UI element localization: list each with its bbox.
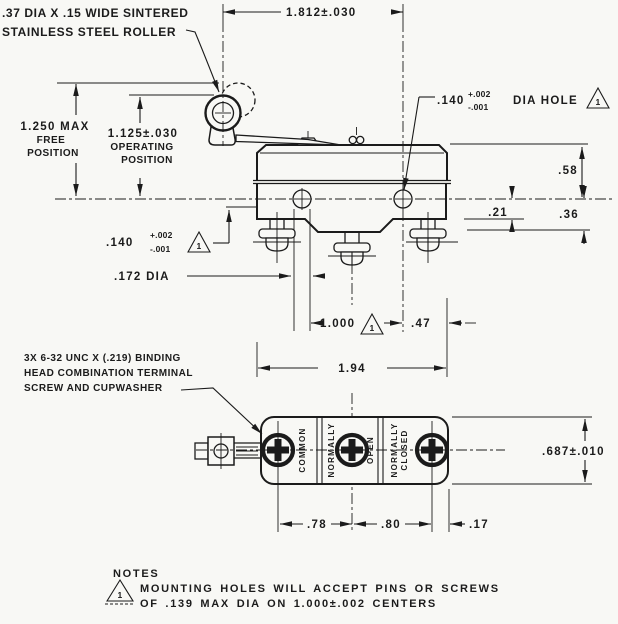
- dim-80: .80: [381, 519, 401, 531]
- flag-triangle-1000: [360, 312, 384, 335]
- flag-triangle-hole-left: [187, 230, 211, 253]
- switch-cap-outline: [256, 144, 448, 181]
- dim-58: .58: [558, 165, 578, 177]
- dim-free-line2: FREE: [37, 135, 66, 146]
- notes-flag-number: 1: [118, 590, 123, 600]
- hole-left-tol-plus: +.002: [150, 230, 173, 240]
- dim-172: .172 DIA: [114, 271, 170, 283]
- dim-1000: 1.000: [320, 318, 355, 330]
- roller-callout-line2: STAINLESS STEEL ROLLER: [2, 25, 176, 39]
- dim-free-value: 1.250 MAX: [20, 121, 89, 133]
- terminal-label-open: OPEN: [366, 436, 375, 464]
- dim-36: .36: [559, 209, 579, 221]
- dim-1812: 1.812±.030: [286, 7, 356, 19]
- flag-number-1000: 1: [370, 323, 375, 333]
- terminal-label-normally: NORMALLY: [327, 423, 336, 478]
- screw-callout-line3: SCREW AND CUPWASHER: [24, 383, 163, 394]
- screw-callout-line2: HEAD COMBINATION TERMINAL: [24, 368, 193, 379]
- flag-triangle-hole-right: [586, 86, 610, 109]
- plunger-nut: [194, 442, 209, 460]
- dim-47: .47: [411, 318, 431, 330]
- dim-free-line3: POSITION: [27, 148, 79, 159]
- flag-number-hole-right: 1: [596, 97, 601, 107]
- plunger-pin-left: [348, 135, 358, 145]
- lever-arm: [235, 134, 342, 146]
- terminal-label-common: COMMON: [298, 427, 307, 472]
- dim-687: .687±.010: [542, 446, 605, 458]
- roller-lever-assembly: [204, 82, 342, 146]
- dim-17: .17: [469, 519, 489, 531]
- notes-title: NOTES: [113, 568, 159, 580]
- center-cupwasher: [333, 242, 371, 253]
- hole-left-value: .140: [106, 237, 134, 249]
- dim-21: .21: [488, 207, 508, 219]
- switch-base-outline: [256, 183, 447, 233]
- notes-line2: OF .139 MAX DIA ON 1.000±.002 CENTERS: [140, 598, 437, 610]
- dim-78: .78: [307, 519, 327, 531]
- dim-operating-value: 1.125±.030: [108, 128, 178, 140]
- hole-left-tol-minus: -.001: [150, 244, 170, 254]
- terminal-screw-normally-closed: [414, 432, 450, 468]
- hole-right-tol-minus: -.001: [468, 102, 488, 112]
- terminal-screws-front: [253, 212, 458, 266]
- notes-block: NOTES 1 MOUNTING HOLES WILL ACCEPT PINS …: [105, 568, 500, 610]
- roller-callout-line1: .37 DIA X .15 WIDE SINTERED: [2, 6, 188, 20]
- dim-operating-line2: OPERATING: [110, 142, 173, 153]
- mounting-holes: [292, 188, 413, 210]
- hole-right-label: DIA HOLE: [513, 95, 578, 107]
- plunger-pin-right: [355, 135, 365, 145]
- dimension-lines: [73, 9, 592, 527]
- hole-right-value: .140: [437, 95, 465, 107]
- terminal-screw-normally-open: [334, 432, 370, 468]
- roller-hub: [208, 126, 236, 146]
- terminal-label-nc-closed: CLOSED: [400, 429, 409, 470]
- notes-line1: MOUNTING HOLES WILL ACCEPT PINS OR SCREW…: [140, 583, 500, 595]
- notes-flag-triangle: [106, 578, 134, 602]
- flag-number-hole-left: 1: [197, 241, 202, 251]
- terminal-label-nc-normally: NORMALLY: [390, 423, 399, 478]
- annotations: .37 DIA X .15 WIDE SINTERED STAINLESS ST…: [2, 6, 610, 531]
- dim-operating-line3: POSITION: [121, 155, 173, 166]
- terminal-screw-common: [260, 432, 296, 468]
- screw-callout-line1: 3X 6-32 UNC X (.219) BINDING: [24, 353, 181, 364]
- hole-right-tol-plus: +.002: [468, 89, 491, 99]
- terminal-block-bottom-view: COMMON NORMALLY OPEN NORMALLY CLOSED: [194, 416, 505, 532]
- dim-194: 1.94: [338, 363, 366, 375]
